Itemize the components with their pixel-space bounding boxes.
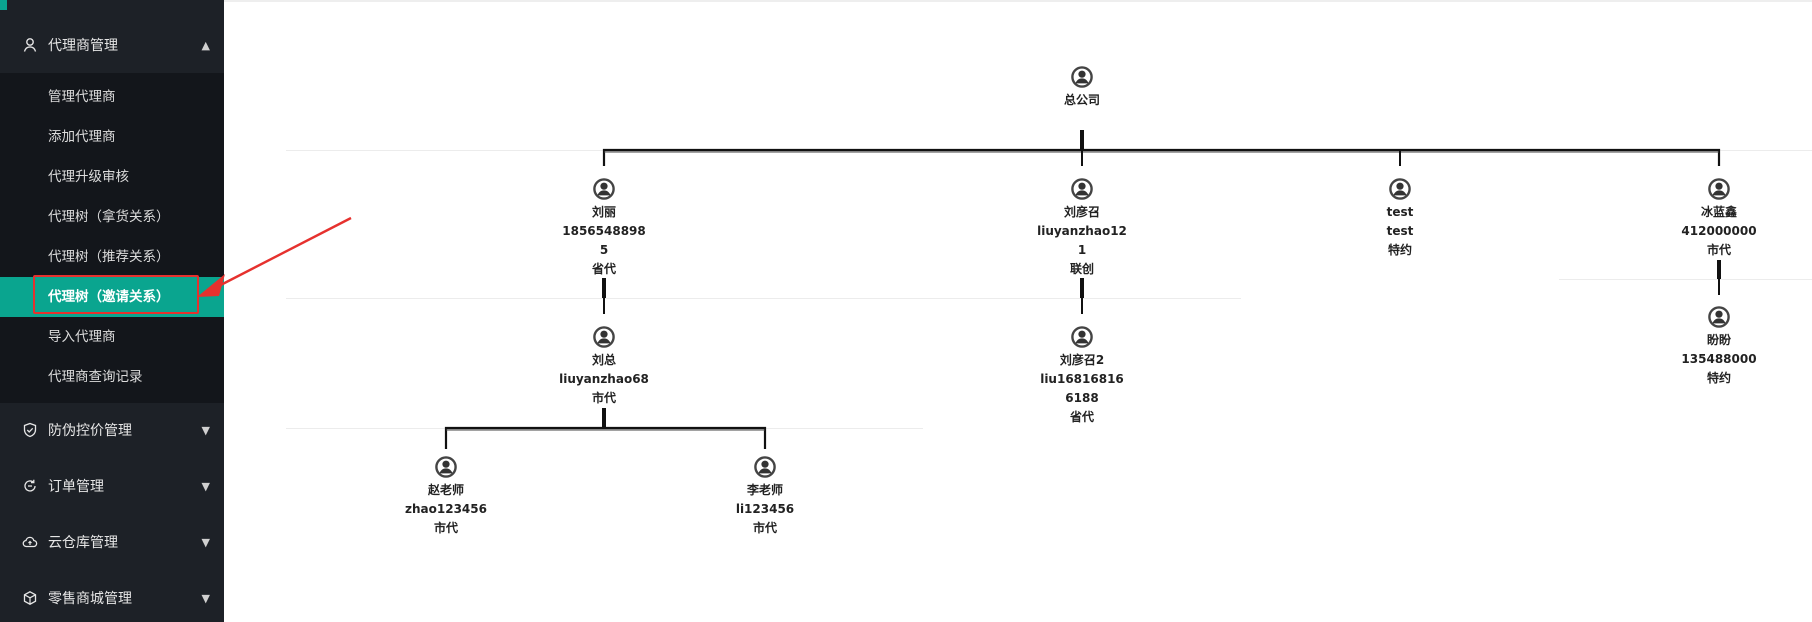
agent-submenu: 管理代理商 添加代理商 代理升级审核 代理树（拿货关系） 代理树（推荐关系） 代… [0,73,224,403]
node-account-cont: 1 [1077,243,1087,257]
tree-connectors [444,130,1721,449]
menu-group-retail-mall[interactable]: 零售商城管理 ▼ [0,572,224,622]
tree-node-agent[interactable]: 刘总 liuyanzhao68 市代 [529,326,679,408]
cloud-icon [22,534,38,550]
avatar-icon [1071,66,1093,88]
chevron-down-icon: ▼ [201,535,210,549]
node-level: 省代 [591,262,616,276]
node-name: 刘丽 [591,205,616,219]
node-account: 135488000 [1681,352,1757,366]
node-account: liuyanzhao68 [559,372,649,386]
node-account: test [1386,224,1414,238]
top-divider [224,0,1812,2]
tree-node-agent[interactable]: 冰蓝鑫 412000000 市代 [1644,178,1794,260]
tree-node-agent[interactable]: 赵老师 zhao123456 市代 [371,456,521,538]
node-account: 1856548898 [562,224,646,238]
node-name: 李老师 [746,483,783,497]
menu-group-label: 订单管理 [48,479,104,495]
sub-item-upgrade-review[interactable]: 代理升级审核 [48,169,129,185]
menu-group-label: 代理商管理 [48,38,118,54]
avatar-icon [593,178,615,200]
menu-group-cloud-warehouse[interactable]: 云仓库管理 ▼ [0,516,224,568]
node-level: 市代 [752,521,777,535]
node-name: 刘彦召 [1063,205,1100,219]
tree-node-agent[interactable]: 刘彦召2 liu16816816 6188 省代 [1007,326,1157,427]
node-name: 总公司 [1063,93,1100,107]
menu-group-label: 云仓库管理 [48,535,118,551]
row-divider [1559,279,1812,280]
avatar-icon [435,456,457,478]
menu-group-orders[interactable]: 订单管理 ▼ [0,460,224,512]
tree-node-agent[interactable]: 盼盼 135488000 特约 [1644,306,1794,388]
sub-item-tree-purchase[interactable]: 代理树（拿货关系） [48,209,170,225]
order-icon [22,478,38,494]
avatar-icon [1708,306,1730,328]
sub-item-query-records[interactable]: 代理商查询记录 [48,369,143,385]
tree-node-agent[interactable]: 李老师 li123456 市代 [690,456,840,538]
node-name: 赵老师 [427,483,464,497]
node-level: 省代 [1069,410,1094,424]
node-account: zhao123456 [405,502,487,516]
node-account-cont: 5 [599,243,609,257]
user-icon [22,37,38,53]
node-account: li123456 [735,502,795,516]
chevron-down-icon: ▼ [201,479,210,493]
node-name: 冰蓝鑫 [1700,205,1737,219]
node-level: 特约 [1706,371,1731,385]
tree-node-root[interactable]: 总公司 [1007,66,1157,110]
node-level: 特约 [1387,243,1412,257]
sub-item-tree-referral[interactable]: 代理树（推荐关系） [48,249,170,265]
sidebar: 代理商管理 ▲ 管理代理商 添加代理商 代理升级审核 代理树（拿货关系） 代理树… [0,0,224,622]
tree-node-agent[interactable]: 刘彦召 liuyanzhao12 1 联创 [1007,178,1157,279]
node-level: 市代 [433,521,458,535]
chevron-up-icon: ▲ [201,38,210,52]
node-name: 刘总 [591,353,616,367]
node-account: liu16816816 [1040,372,1124,386]
menu-group-label: 防伪控价管理 [48,423,132,439]
tree-node-agent[interactable]: 刘丽 1856548898 5 省代 [529,178,679,279]
node-name: 盼盼 [1706,333,1731,347]
node-name: 刘彦召2 [1059,353,1105,367]
avatar-icon [754,456,776,478]
sub-item-add-agent[interactable]: 添加代理商 [48,129,116,145]
avatar-icon [593,326,615,348]
row-divider [286,298,1241,299]
main-content: 总公司 刘丽 1856548898 5 省代 刘彦召 liuyanzhao12 … [224,0,1812,622]
sub-item-tree-invite[interactable]: 代理树（邀请关系） [0,277,224,317]
avatar-icon [1071,178,1093,200]
sub-item-manage-agents[interactable]: 管理代理商 [48,89,116,105]
sub-item-import-agents[interactable]: 导入代理商 [48,329,116,345]
shield-icon [22,422,38,438]
avatar-icon [1389,178,1411,200]
tree-node-agent[interactable]: test test 特约 [1325,178,1475,260]
node-account: liuyanzhao12 [1037,224,1127,238]
avatar-icon [1708,178,1730,200]
node-level: 联创 [1069,262,1094,276]
node-account: 412000000 [1681,224,1757,238]
node-account-cont: 6188 [1065,391,1099,405]
box-icon [22,590,38,606]
sidebar-top-strip [0,0,224,10]
menu-group-agent-management[interactable]: 代理商管理 ▲ [0,19,224,71]
menu-group-label: 零售商城管理 [48,591,132,607]
avatar-icon [1071,326,1093,348]
node-level: 市代 [1706,243,1731,257]
chevron-down-icon: ▼ [201,591,210,605]
chevron-down-icon: ▼ [201,423,210,437]
node-name: test [1386,205,1414,219]
menu-group-anti-counterfeit[interactable]: 防伪控价管理 ▼ [0,404,224,456]
node-level: 市代 [591,391,616,405]
annotation-arrow-icon [197,216,352,297]
